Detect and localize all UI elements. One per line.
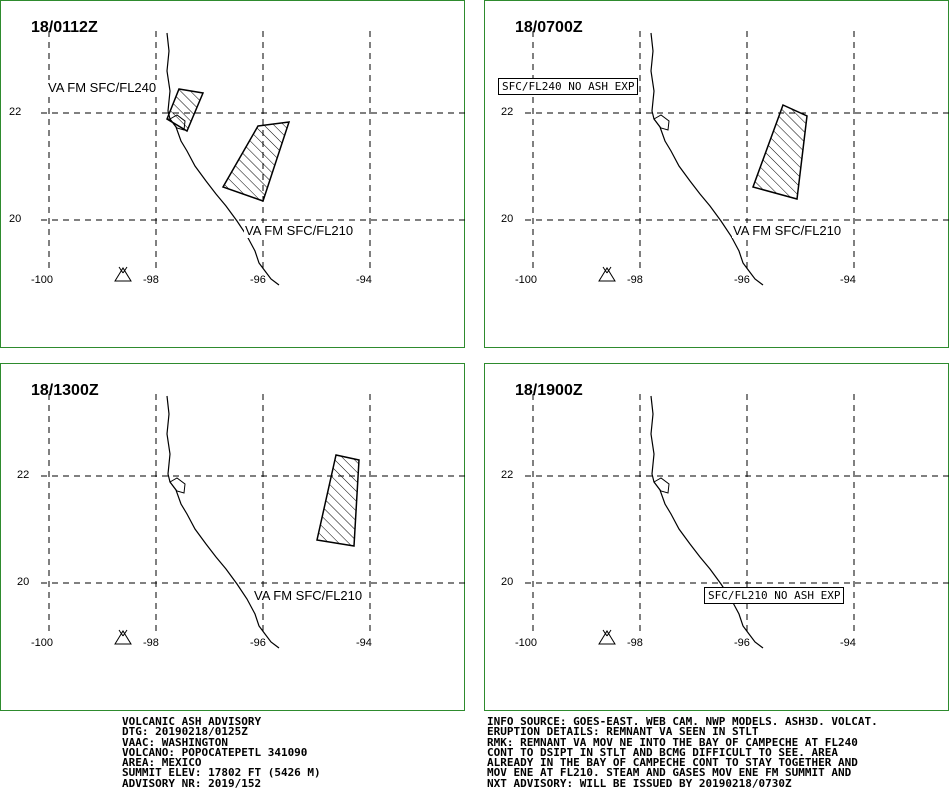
lon-label-96: -96: [250, 274, 266, 286]
advisory-line: VOLCANO: POPOCATEPETL 341090: [122, 745, 308, 759]
no-ash-label: SFC/FL240 NO ASH EXP: [498, 78, 639, 95]
lon-label-94: -94: [356, 637, 372, 649]
lon-label-96: -96: [250, 637, 266, 649]
advisory-line: ADVISORY NR: 2019/152: [122, 776, 262, 790]
lon-label-98: -98: [143, 274, 159, 286]
map-canvas: [41, 31, 466, 286]
forecast-panel-4: 18/1900Z 22 20 -100 -98 -96 -94 SFC/FL21…: [484, 363, 950, 711]
lon-label-94: -94: [356, 274, 372, 286]
volcano-icon: [114, 629, 132, 645]
panel-time-label: 18/0700Z: [515, 19, 583, 36]
va-label-north: VA FM SFC/FL240: [47, 80, 158, 95]
lat-label-22: 22: [501, 106, 514, 118]
forecast-panel-2: 18/0700Z 22 20 -100 -98 -96 -94 SFC/FL24…: [484, 0, 950, 348]
volcano-icon: [114, 266, 132, 282]
lon-label-94: -94: [840, 274, 856, 286]
info-line: RMK: REMNANT VA MOV NE INTO THE BAY OF C…: [487, 735, 858, 749]
volcano-icon: [598, 266, 616, 282]
advisory-line: VOLCANIC ASH ADVISORY: [122, 715, 262, 728]
advisory-line: AREA: MEXICO: [122, 756, 202, 770]
map-canvas: [525, 394, 950, 649]
va-label-south: VA FM SFC/FL210: [244, 223, 355, 238]
va-label-south: VA FM SFC/FL210: [732, 223, 843, 238]
lat-label-22: 22: [501, 469, 514, 481]
lon-label-96: -96: [734, 274, 750, 286]
lon-label-98: -98: [627, 637, 643, 649]
forecast-panel-1: 18/0112Z 22 20 -100 -98 -96 -94 VA FM SF…: [0, 0, 466, 348]
info-line: NXT ADVISORY: WILL BE ISSUED BY 20190218…: [487, 776, 792, 790]
info-line: MOV ENE AT FL210. STEAM AND GASES MOV EN…: [487, 766, 852, 780]
advisory-header-block: VOLCANIC ASH ADVISORY DTG: 20190218/0125…: [122, 715, 321, 790]
lat-label-20: 20: [501, 213, 514, 225]
no-ash-label: SFC/FL210 NO ASH EXP: [704, 587, 845, 604]
panel-time-label: 18/1900Z: [515, 382, 583, 399]
info-line: CONT TO DSIPT IN STLT AND BCMG DIFFICULT…: [487, 745, 838, 759]
va-label-south: VA FM SFC/FL210: [253, 588, 364, 603]
info-line: INFO SOURCE: GOES-EAST. WEB CAM. NWP MOD…: [487, 715, 878, 728]
lon-label-100: -100: [31, 637, 54, 649]
advisory-line: DTG: 20190218/0125Z: [122, 725, 248, 739]
lat-label-22: 22: [17, 469, 30, 481]
lon-label-98: -98: [143, 637, 159, 649]
advisory-line: VAAC: WASHINGTON: [122, 735, 228, 749]
map-canvas: [41, 394, 466, 649]
lon-label-100: -100: [515, 274, 538, 286]
map-canvas: [525, 31, 950, 286]
lon-label-94: -94: [840, 637, 856, 649]
panel-time-label: 18/1300Z: [31, 382, 99, 399]
volcano-icon: [598, 629, 616, 645]
forecast-panel-3: 18/1300Z 22 20 -100 -98 -96 -94 VA FM SF…: [0, 363, 466, 711]
lon-label-100: -100: [515, 637, 538, 649]
lon-label-98: -98: [627, 274, 643, 286]
lon-label-96: -96: [734, 637, 750, 649]
lon-label-100: -100: [31, 274, 54, 286]
advisory-remarks-block: INFO SOURCE: GOES-EAST. WEB CAM. NWP MOD…: [487, 715, 878, 790]
lat-label-22: 22: [9, 106, 22, 118]
lat-label-20: 20: [9, 213, 22, 225]
info-line: ERUPTION DETAILS: REMNANT VA SEEN IN STL…: [487, 725, 759, 739]
info-line: ALREADY IN THE BAY OF CAMPECHE CONT TO S…: [487, 756, 858, 770]
panel-time-label: 18/0112Z: [31, 19, 98, 36]
lat-label-20: 20: [17, 576, 30, 588]
lat-label-20: 20: [501, 576, 514, 588]
advisory-line: SUMMIT ELEV: 17802 FT (5426 M): [122, 766, 321, 780]
